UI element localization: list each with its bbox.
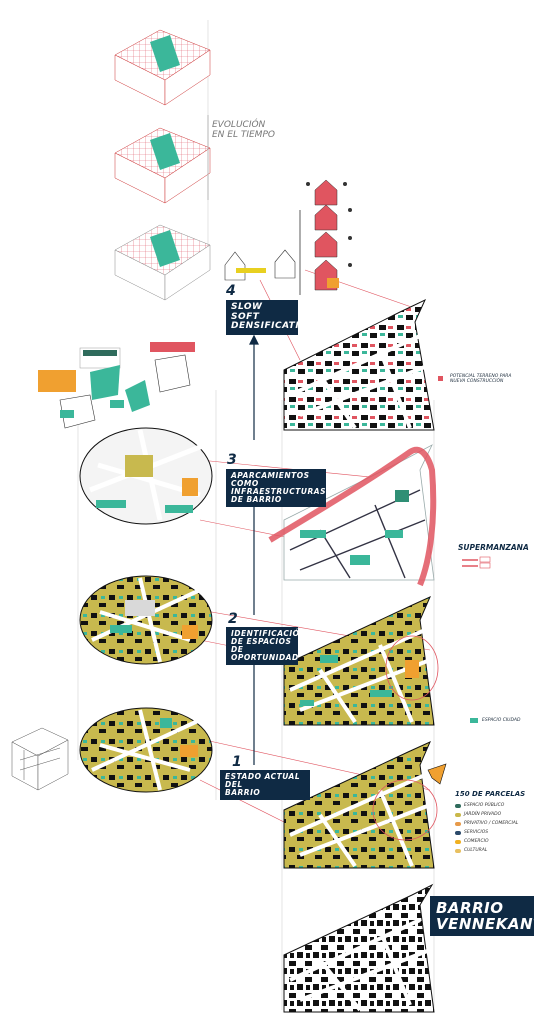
legend-item-label: COMERCIO [464, 839, 489, 844]
espacio-ciudad-swatch [470, 718, 478, 723]
zoom-ellipse-2 [79, 575, 213, 665]
step-3-line-3: DE BARRIO [231, 495, 282, 505]
axon-renders [114, 29, 211, 301]
step-1-number: 1 [232, 754, 242, 770]
evolution-line-1: EVOLUCIÓN [212, 120, 266, 130]
step-4-label: SLOW SOFT DENSIFICATION [226, 300, 316, 336]
legend-swatch [455, 830, 461, 835]
strategy-sketches [38, 342, 195, 429]
step-3-line-1: APARCAMIENTOS [231, 471, 310, 480]
legend-item-label: SERVICIOS [464, 830, 489, 835]
legend-swatch [455, 821, 461, 826]
map-level-1 [283, 741, 447, 869]
evolution-line-2: EN EL TIEMPO [212, 129, 275, 140]
step-4-line-1: SLOW [231, 302, 263, 312]
step-4-number: 4 [226, 283, 236, 299]
map-level-3 [268, 444, 437, 587]
zoom-ellipse-1 [79, 707, 213, 793]
supermanzana-label: SUPERMANZANA [458, 543, 529, 552]
map-level-4 [283, 298, 443, 431]
step-2-line-1: IDENTIFICACIÓN [231, 629, 307, 638]
step-3-label: APARCAMIENTOS COMO INFRAESTRUCTURAS DE B… [226, 469, 326, 508]
supermanzana-legend [462, 556, 491, 569]
legend-item-label: PRIVATIVO / COMERCIAL [464, 821, 519, 826]
house-sketches [224, 179, 352, 295]
flow-arrows [249, 334, 259, 765]
step-4-line-3: DENSIFICATION [231, 321, 316, 332]
parcel-legend: 150 DE PARCELAS ESPACIO PÚBLICO JARDÍN PR… [455, 790, 533, 855]
step-2-label: IDENTIFICACIÓN DE ESPACIOS DE OPORTUNIDA… [226, 627, 307, 666]
legend-item-label: CULTURAL [464, 848, 488, 853]
step-2-number: 2 [228, 611, 238, 627]
legend-item: COMERCIO [455, 837, 533, 846]
legend-title: 150 DE PARCELAS [455, 790, 526, 798]
legend-swatch [455, 803, 461, 808]
step-2-line-3: OPORTUNIDAD [231, 653, 299, 663]
map-level-2 [283, 596, 439, 726]
step-1-label: ESTADO ACTUAL DEL BARRIO [220, 770, 310, 801]
zoom-ellipse-3 [79, 427, 213, 525]
step-3-number: 3 [227, 452, 237, 468]
legend-item: SERVICIOS [455, 828, 533, 837]
legend-item-label: ESPACIO PÚBLICO [464, 803, 505, 808]
evolution-label: EVOLUCIÓN EN EL TIEMPO [212, 120, 275, 141]
base-map-white [283, 883, 435, 1013]
perspective-sketch [11, 727, 69, 791]
step-1-line-2: BARRIO [225, 788, 261, 798]
legend-item: JARDÍN PRIVADO [455, 810, 533, 819]
legend-item: ESPACIO PÚBLICO [455, 801, 533, 810]
legend-item: CULTURAL [455, 846, 533, 855]
legend-swatch [455, 812, 461, 817]
legend-item: PRIVATIVO / COMERCIAL [455, 819, 533, 828]
legend-item-label: JARDÍN PRIVADO [464, 812, 502, 817]
title-line-2: VENNEKANT [436, 915, 535, 934]
step-1-line-1: ESTADO ACTUAL DEL [225, 772, 301, 790]
legend-items: ESPACIO PÚBLICO JARDÍN PRIVADO PRIVATIVO /… [455, 801, 533, 855]
legend-swatch [455, 839, 461, 844]
step-2-line-2: DE ESPACIOS DE [231, 637, 292, 655]
legend-swatch [455, 848, 461, 853]
step-4-line-2: SOFT [231, 311, 260, 322]
title-line-1: BARRIO [436, 899, 504, 917]
espacio-ciudad-label: ESPACIO CIUDAD [482, 718, 521, 723]
potencial-label: POTENCIAL TERRENO PARA NUEVA CONSTRUCCIÓ… [450, 374, 512, 385]
page-title: BARRIO VENNEKANT [430, 896, 535, 937]
step-3-line-2: COMO INFRAESTRUCTURAS [231, 479, 326, 497]
